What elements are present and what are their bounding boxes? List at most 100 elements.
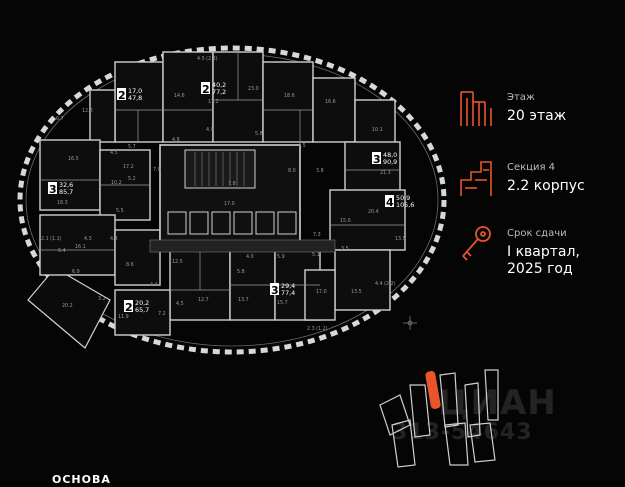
- apartment-badge[interactable]: 2 40,2 77,2: [201, 81, 226, 96]
- room-label: 7.8: [228, 181, 236, 187]
- room-label: 20.2: [62, 303, 73, 309]
- floor-plan-area: 4.5 (2.3) 14.6 17.2 23.0 18.6 16.6 12.8 …: [17, 45, 447, 355]
- apartment-area-living: 17,0: [128, 87, 142, 95]
- room-label: 4.3: [84, 236, 92, 242]
- room-label: 5.8: [237, 269, 245, 275]
- apartment-badge[interactable]: 2 20,2 65,7: [124, 299, 149, 314]
- room-label: 4.3: [110, 236, 118, 242]
- apartment-area-total: 90,9: [383, 158, 397, 166]
- building-core: [159, 144, 301, 246]
- floor-icon: [460, 91, 492, 126]
- room-label: 5.7: [128, 144, 136, 150]
- svg-text:2: 2: [202, 83, 210, 96]
- deadline-value-line1: I квартал,: [507, 244, 580, 260]
- room-label: 17.0: [316, 289, 327, 295]
- room-label: 4.5: [298, 143, 306, 149]
- apartment-area-living: 50,9: [396, 194, 410, 202]
- floor-value: 20 этаж: [507, 108, 567, 124]
- room-label: 17.2: [123, 164, 134, 170]
- room-label: 4.8: [172, 137, 180, 143]
- room-label: 18.3: [57, 200, 68, 206]
- room-label: 20.4: [368, 209, 379, 215]
- svg-text:4: 4: [386, 196, 394, 209]
- room-label: 17.0: [224, 201, 235, 207]
- section-value: 2.2 корпус: [507, 178, 585, 194]
- apartment-badge[interactable]: 4 50,9 105,6: [385, 194, 414, 209]
- floor-info: Этаж 20 этаж: [455, 84, 625, 154]
- room-label: 4.5 (2.3): [197, 56, 218, 62]
- room-label: 4.4 (2.2): [375, 281, 396, 287]
- apartment-area-total: 65,7: [135, 306, 149, 314]
- apartment-area-total: 77,4: [281, 289, 295, 297]
- room-label: 6.4: [58, 248, 66, 254]
- room-label: 5.1: [312, 252, 320, 258]
- room-label: 4.5: [176, 301, 184, 307]
- room-label: 12.5: [172, 259, 183, 265]
- room-label: 16.6: [325, 99, 336, 105]
- apartment-area-living: 32,6: [59, 181, 73, 189]
- room-label: 13.5: [351, 289, 362, 295]
- room-label: 4.0: [246, 254, 254, 260]
- apartment-badge[interactable]: 2 17,0 47,8: [117, 87, 142, 102]
- watermark-phone: 313-54643: [392, 420, 533, 445]
- room-label: 6.9: [72, 269, 80, 275]
- apartment-badge[interactable]: 3 32,6 85,7: [48, 181, 73, 196]
- floor-plan: 4.5 (2.3) 14.6 17.2 23.0 18.6 16.6 12.8 …: [17, 45, 447, 355]
- room-label: 7.2: [158, 311, 166, 317]
- room-label: 2.3 (1.2): [307, 326, 328, 332]
- room-label: 18.6: [284, 93, 295, 99]
- room-label: 16.1: [75, 244, 86, 250]
- room-label: 4.5: [110, 150, 118, 156]
- room-label: 12.8: [82, 108, 93, 114]
- compass-icon: [403, 316, 417, 330]
- room-label: 8.0: [288, 168, 296, 174]
- apartment-badge[interactable]: 3 29,4 77,4: [270, 282, 295, 297]
- apartment-area-living: 20,2: [135, 299, 149, 307]
- room-label: 3.8: [316, 168, 324, 174]
- svg-text:2: 2: [125, 301, 133, 314]
- room-label: 10.2: [111, 180, 122, 186]
- room-label: 5.9: [277, 254, 285, 260]
- current-section-highlight: [425, 371, 441, 409]
- deadline-label: Срок сдачи: [507, 228, 567, 239]
- room-label: 23.0: [248, 86, 259, 92]
- svg-text:2: 2: [118, 89, 126, 102]
- room-label: 8.6: [126, 262, 134, 268]
- brand-logo: ОСНОВА: [52, 468, 172, 486]
- floor-label: Этаж: [507, 92, 535, 103]
- apartment-area-total: 85,7: [59, 188, 73, 196]
- room-label: 16.5: [68, 156, 79, 162]
- section-info: Секция 4 2.2 корпус: [455, 154, 625, 224]
- room-label: 15.0: [340, 218, 351, 224]
- apartment-area-living: 40,2: [212, 81, 226, 89]
- room-label: 12.7: [198, 297, 209, 303]
- key-icon: [462, 226, 491, 261]
- room-label: 17.2: [208, 99, 219, 105]
- room-label: 15.7: [277, 300, 288, 306]
- apartment-area-living: 29,4: [281, 282, 295, 290]
- building-section-icon: [460, 161, 492, 196]
- apartment-badge[interactable]: 3 48,0 90,9: [372, 151, 397, 166]
- room-label: 13.7: [238, 297, 249, 303]
- svg-text:3: 3: [271, 284, 279, 297]
- room-label: 3.2: [98, 296, 106, 302]
- balcony: [27, 267, 111, 349]
- room-label: 6.7: [56, 116, 64, 122]
- room-label: 4.4: [150, 282, 158, 288]
- section-label: Секция 4: [507, 162, 556, 173]
- room-label: 7.0: [153, 167, 161, 173]
- corridor: [149, 239, 336, 253]
- room-label: 4.9: [206, 127, 214, 133]
- svg-text:3: 3: [373, 153, 381, 166]
- room-label: 7.3: [313, 232, 321, 238]
- watermark-brand: ЦИАН: [438, 383, 557, 423]
- apartment-area-living: 48,0: [383, 151, 397, 159]
- section-locator-map: [379, 369, 499, 468]
- deadline-info: Срок сдачи I квартал, 2025 год: [455, 220, 625, 290]
- room-label: 13.5: [395, 236, 406, 242]
- room-label: 5.2: [128, 176, 136, 182]
- room-label: 11.9: [118, 314, 129, 320]
- facade-outline: [17, 45, 447, 355]
- room-label: 5.8: [255, 131, 263, 137]
- info-panel: Этаж 20 этаж Секция 4 2.2 корпус Срок сд…: [455, 0, 625, 480]
